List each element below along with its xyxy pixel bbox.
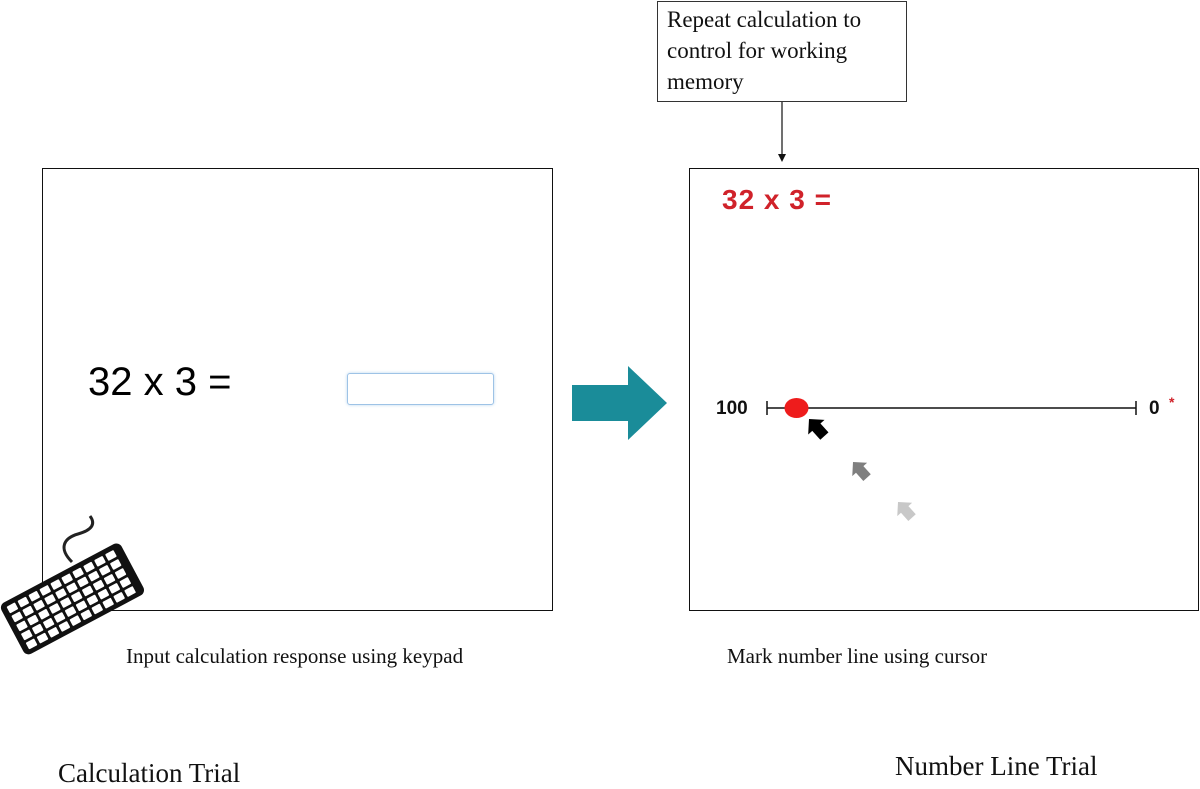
keyboard-key xyxy=(119,577,131,588)
number-line-marker[interactable] xyxy=(784,398,809,418)
number-line-caption: Mark number line using cursor xyxy=(727,644,988,668)
callout-pointer xyxy=(778,102,786,162)
mouse-cursor-icon xyxy=(852,462,871,481)
keyboard-key xyxy=(61,573,73,584)
keyboard-key xyxy=(58,621,71,632)
keyboard-key xyxy=(54,612,66,623)
footnote-asterisk: * xyxy=(1169,394,1175,410)
keyboard-key xyxy=(28,591,40,602)
keyboard-key xyxy=(80,609,92,620)
keyboard-key xyxy=(21,629,33,641)
number-line-trial-title: Number Line Trial xyxy=(895,751,1098,781)
keyboard-key xyxy=(82,585,94,597)
keyboard-key xyxy=(16,620,28,632)
keyboard-key xyxy=(25,638,38,650)
keyboard-key xyxy=(44,594,56,605)
calculation-trial-title: Calculation Trial xyxy=(58,758,241,788)
keyboard-key xyxy=(11,611,23,623)
cursor-trail xyxy=(808,419,916,521)
keyboard-key xyxy=(102,597,114,609)
number-line xyxy=(766,401,1137,415)
keyboard-key xyxy=(86,594,99,606)
keyboard-key xyxy=(97,588,110,600)
mouse-cursor-icon xyxy=(808,419,829,440)
keyboard-key xyxy=(50,579,62,590)
keyboard-key xyxy=(49,603,61,614)
keyboard-key xyxy=(91,603,103,615)
keyboard-key xyxy=(55,588,67,599)
keyboard-key xyxy=(105,550,117,561)
keyboard-key xyxy=(64,606,77,617)
keyboard-key xyxy=(94,556,106,567)
mouse-cursor-icon xyxy=(897,502,916,521)
keyboard-icon xyxy=(0,515,145,655)
keyboard-key xyxy=(69,615,81,626)
number-line-right-label: 0 xyxy=(1149,398,1160,419)
keyboard-key xyxy=(33,600,45,611)
keyboard-key xyxy=(114,568,127,579)
keyboard-key xyxy=(39,585,51,596)
keyboard-key xyxy=(32,623,44,635)
calculation-equation: 32 x 3 = xyxy=(88,360,232,404)
keyboard-key xyxy=(17,596,29,608)
keyboard-key xyxy=(124,586,136,597)
calculation-caption: Input calculation response using keypad xyxy=(126,644,464,668)
keyboard-key xyxy=(47,627,60,638)
keyboard-key xyxy=(77,576,89,588)
callout-text: Repeat calculation to control for workin… xyxy=(667,7,862,94)
keyboard-key xyxy=(75,600,88,611)
number-line-trial-screen xyxy=(689,168,1199,611)
keyboard-key xyxy=(43,618,55,629)
keyboard-key xyxy=(93,579,105,591)
keyboard-key xyxy=(72,567,84,579)
keyboard-key xyxy=(27,614,39,626)
number-line-equation: 32 x 3 = xyxy=(722,184,832,215)
keyboard-key xyxy=(113,592,125,603)
keyboard-key xyxy=(38,609,50,620)
keyboard-key xyxy=(88,570,100,582)
callout-box xyxy=(657,1,907,102)
right-arrow-icon xyxy=(572,366,667,440)
keyboard-key xyxy=(71,591,83,602)
answer-input[interactable] xyxy=(347,373,494,405)
keyboard-key xyxy=(66,582,78,593)
keyboard-key xyxy=(6,602,19,614)
keyboard-key xyxy=(108,583,120,594)
keyboard-key xyxy=(83,561,95,573)
keyboard-key xyxy=(110,559,122,570)
keyboard-key xyxy=(22,605,34,617)
number-line-left-label: 100 xyxy=(716,398,748,419)
keyboard-key xyxy=(60,597,72,608)
keyboard-key xyxy=(99,565,111,576)
keyboard-key xyxy=(103,574,116,585)
keyboard-key xyxy=(36,632,49,644)
